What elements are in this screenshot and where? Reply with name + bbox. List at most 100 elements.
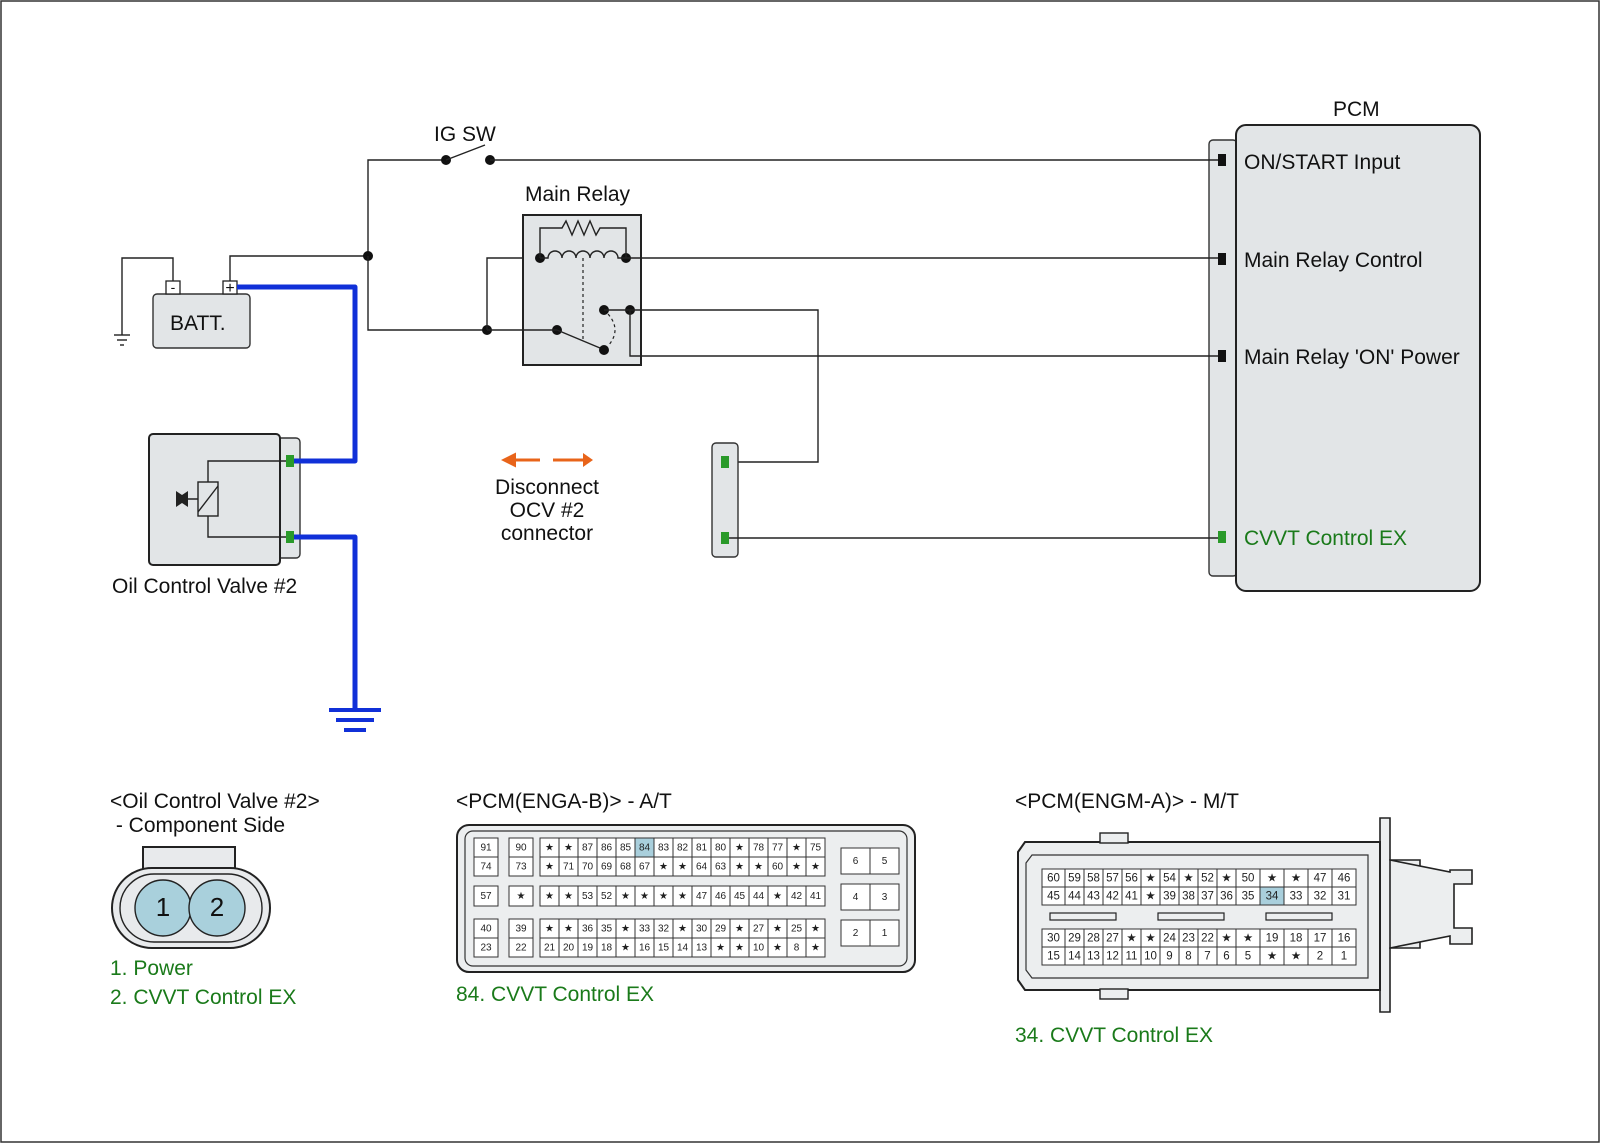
engma-pin: 43 (1087, 891, 1100, 903)
engma-pin: ★ (1291, 951, 1301, 963)
engab-pin: 32 (658, 924, 670, 935)
engab-pin: ★ (773, 943, 782, 954)
engma-pin: 58 (1087, 873, 1100, 885)
battery-plus-sign: + (225, 280, 234, 297)
pcm-label-cvvt: CVVT Control EX (1244, 527, 1407, 550)
engma-pin: 56 (1125, 873, 1138, 885)
ig-sw-label: IG SW (434, 123, 496, 146)
engab-pin: 87 (582, 843, 594, 854)
engab-pin: 63 (715, 862, 727, 873)
engma-pin: 35 (1242, 891, 1255, 903)
engab-pin: ★ (545, 862, 554, 873)
highlight-power-wire (237, 284, 358, 464)
engab-pin: 15 (658, 943, 670, 954)
main-relay-on-power-wire (629, 310, 1218, 357)
engab-pin-cell (869, 847, 900, 875)
pcm-terminal-main-relay-control (1218, 253, 1226, 265)
ocv-ground-icon (329, 708, 381, 732)
engab-pin: ★ (564, 891, 573, 902)
ocv-connector-desc-1: 1. Power (110, 957, 193, 980)
engab-pin: 47 (696, 891, 708, 902)
engma-pin: 44 (1068, 891, 1081, 903)
engma-pin: 46 (1338, 873, 1351, 885)
engma-pin: 6 (1223, 951, 1229, 963)
highlight-ground-wire (294, 534, 358, 710)
engab-pin: ★ (754, 862, 763, 873)
engma-pin: 19 (1266, 933, 1279, 945)
disconnect-note-line3: connector (501, 522, 593, 545)
engab-pin-cell (473, 856, 499, 877)
engab-pin: 8 (794, 943, 800, 954)
engma-pin: 13 (1087, 951, 1100, 963)
engab-pin: 25 (791, 924, 803, 935)
engab-pin: 60 (772, 862, 784, 873)
engab-pin: ★ (659, 891, 668, 902)
engab-pin: ★ (811, 943, 820, 954)
pcm-module: PCM ON/START Input Main Relay Control Ma… (1208, 98, 1481, 592)
engab-pin: 52 (601, 891, 613, 902)
engma-pin: 52 (1201, 873, 1214, 885)
engab-pin: ★ (735, 862, 744, 873)
engab-pin: 90 (515, 843, 527, 854)
main-relay-label: Main Relay (525, 183, 631, 206)
engab-pin: 44 (753, 891, 765, 902)
engma-pin: 11 (1126, 951, 1138, 963)
engma-pin: 5 (1245, 951, 1251, 963)
engab-pin: 77 (772, 843, 784, 854)
engab-pin: ★ (564, 843, 573, 854)
engab-pin: 4 (853, 892, 859, 903)
engma-connector-desc: 34. CVVT Control EX (1015, 1024, 1213, 1047)
engma-pin-cell (1331, 946, 1357, 966)
engab-pin-cell (840, 919, 871, 947)
engab-pin: ★ (716, 943, 725, 954)
engma-pin: 22 (1201, 933, 1214, 945)
engma-pin: ★ (1267, 951, 1277, 963)
pcm-terminal-main-relay-on-power (1218, 350, 1226, 362)
engma-pin: 36 (1220, 891, 1233, 903)
engma-pin: ★ (1145, 933, 1155, 945)
engma-pin: 29 (1068, 933, 1081, 945)
engma-pin: ★ (1243, 933, 1253, 945)
engab-pin-cell (805, 937, 826, 958)
ocv-connector-desc-2: 2. CVVT Control EX (110, 986, 296, 1009)
engma-pin: ★ (1126, 933, 1136, 945)
engab-pin-cell (508, 937, 534, 958)
ig-switch (367, 144, 1218, 256)
engab-pin: 18 (601, 943, 613, 954)
engma-pin: 23 (1182, 933, 1195, 945)
engab-pin: ★ (811, 924, 820, 935)
ocv-connector-title: <Oil Control Valve #2> (110, 790, 320, 813)
engab-pin: 16 (639, 943, 651, 954)
engab-connector-title: <PCM(ENGA-B)> - A/T (456, 790, 672, 813)
ocv-harness-connector (711, 442, 739, 558)
engab-pin: 10 (753, 943, 765, 954)
engab-pin: ★ (735, 943, 744, 954)
engab-pin: 78 (753, 843, 765, 854)
engma-pin: 10 (1144, 951, 1157, 963)
engab-pin: 29 (715, 924, 727, 935)
battery-body (152, 293, 251, 349)
engab-pin: 86 (601, 843, 613, 854)
engma-pin: 16 (1338, 933, 1351, 945)
engab-pin: ★ (659, 862, 668, 873)
engab-pin: ★ (792, 862, 801, 873)
engab-pin: 3 (882, 892, 888, 903)
engma-pin: 54 (1163, 873, 1176, 885)
ocv-label: Oil Control Valve #2 (112, 575, 297, 598)
engab-pin: 42 (791, 891, 803, 902)
engma-pin: 38 (1182, 891, 1195, 903)
engab-pin-cell (869, 919, 900, 947)
engab-pin: ★ (811, 862, 820, 873)
disconnect-arrows-icon (501, 452, 593, 468)
engab-pin: ★ (621, 924, 630, 935)
engab-pin: 36 (582, 924, 594, 935)
battery: - + BATT. (152, 279, 251, 349)
engab-pin: 23 (480, 943, 492, 954)
engma-pin: 12 (1106, 951, 1119, 963)
engma-connector-title: <PCM(ENGM-A)> - M/T (1015, 790, 1239, 813)
